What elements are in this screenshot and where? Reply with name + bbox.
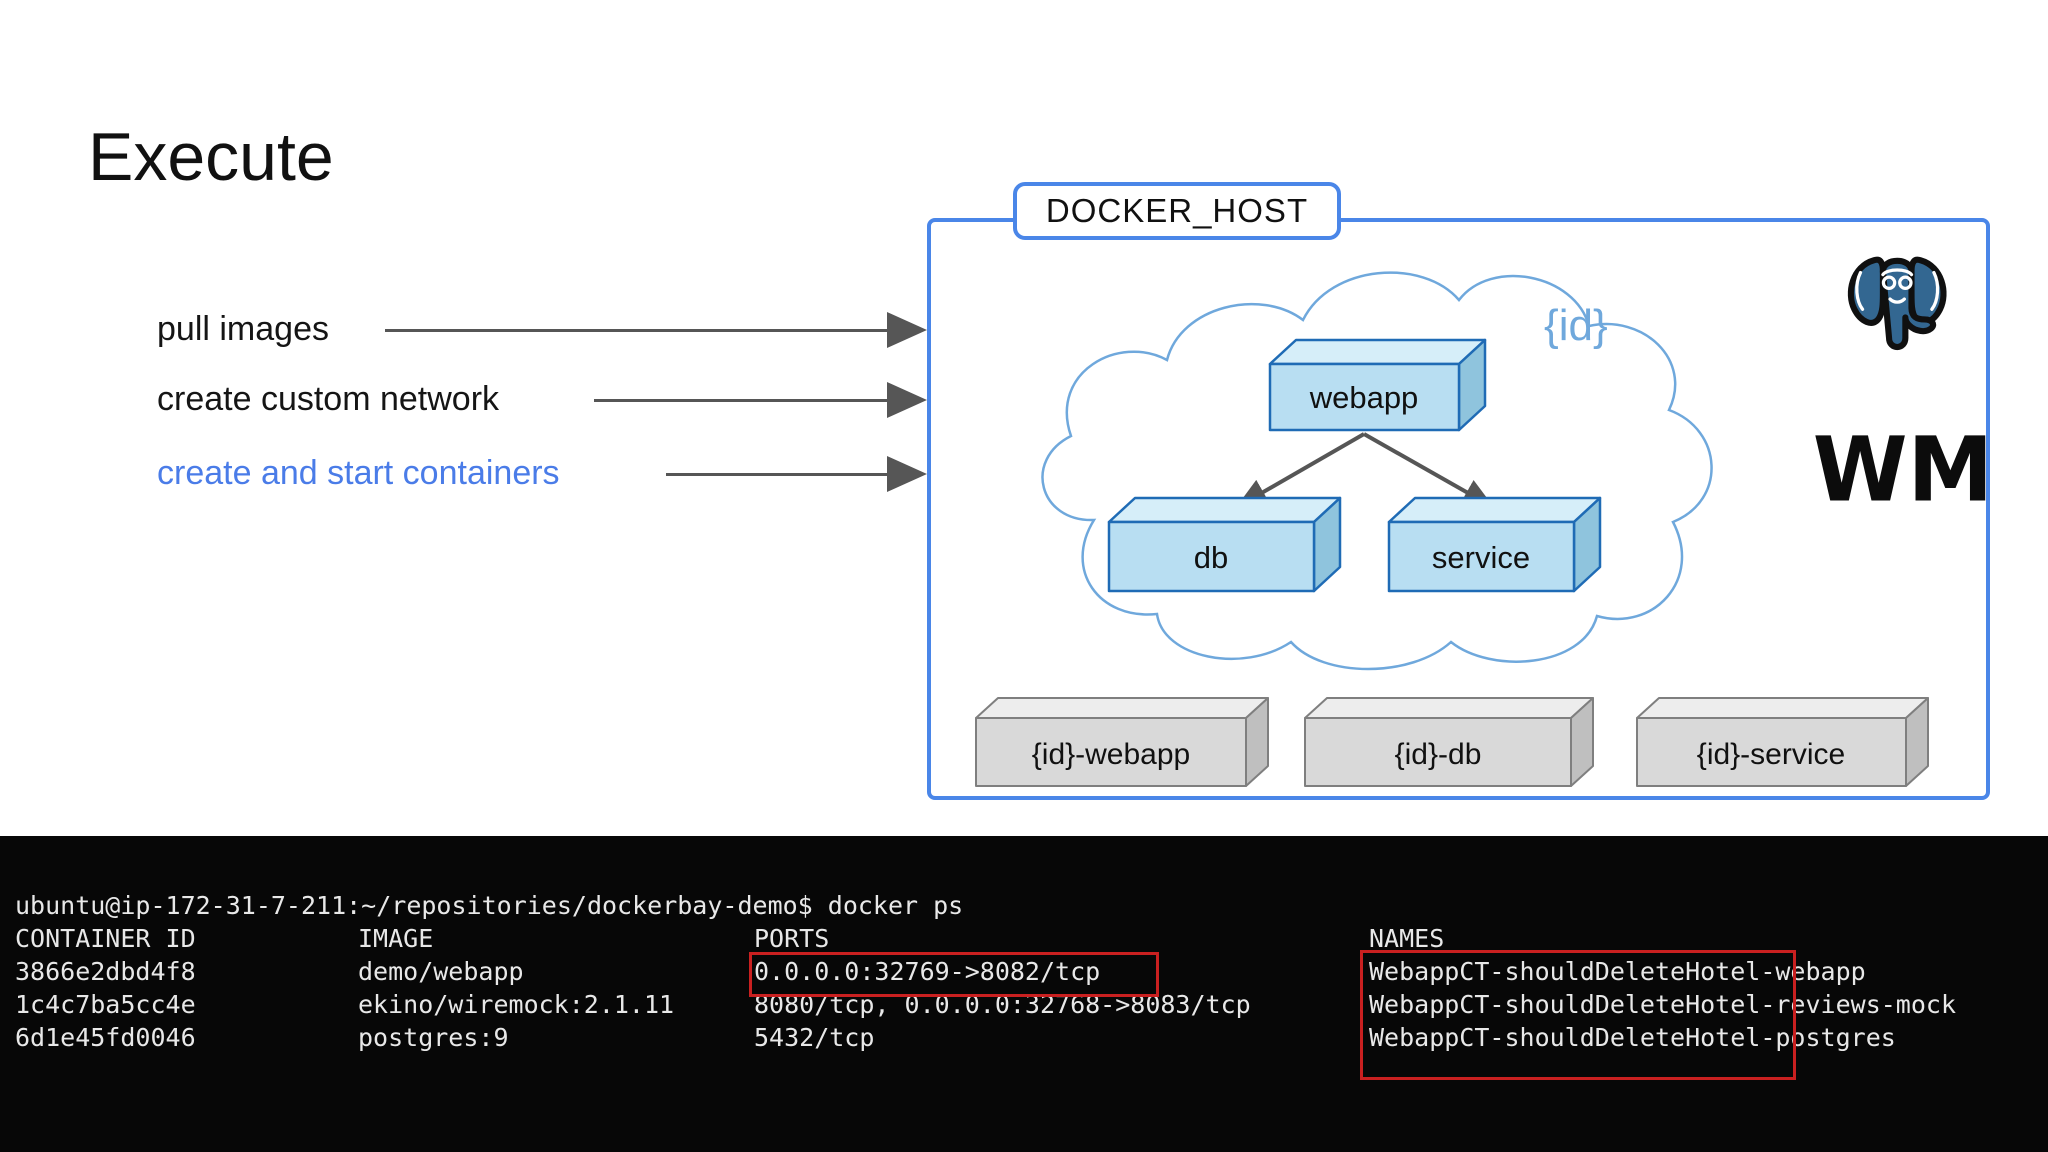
terminal-prompt-line: ubuntu@ip-172-31-7-211:~/repositories/do… <box>0 889 2048 922</box>
arrow-line-create-containers <box>666 473 887 476</box>
col-ports: PORTS <box>754 924 830 953</box>
cell-image: demo/webapp <box>358 957 524 986</box>
cell-name: WebappCT-shouldDeleteHotel-reviews-mock <box>1369 990 1956 1019</box>
node-webapp-label: webapp <box>1309 380 1419 415</box>
node-db-label: db <box>1194 540 1228 575</box>
docker-host-diagram: {id} webapp db <box>975 256 1986 787</box>
bullet-pull-images: pull images <box>157 310 329 348</box>
cell-ports: 0.0.0.0:32769->8082/tcp <box>754 957 1101 986</box>
docker-host-label: DOCKER_HOST <box>1013 182 1341 240</box>
arrow-line-pull-images <box>385 329 887 332</box>
docker-host-frame: DOCKER_HOST {id} webapp <box>927 182 1990 800</box>
network-cloud <box>1041 271 1713 671</box>
arrow-head-icon <box>887 382 927 418</box>
cell-image: postgres:9 <box>358 1023 509 1052</box>
cell-name: WebappCT-shouldDeleteHotel-webapp <box>1369 957 1866 986</box>
table-row: 3866e2dbd4f8 demo/webapp 0.0.0.0:32769->… <box>0 955 2048 988</box>
terminal-panel[interactable]: ubuntu@ip-172-31-7-211:~/repositories/do… <box>0 836 2048 1152</box>
cell-container-id: 3866e2dbd4f8 <box>15 957 196 986</box>
page-title: Execute <box>88 119 334 195</box>
arrow-head-icon <box>887 312 927 348</box>
container-box-webapp-label: {id}-webapp <box>1032 738 1190 771</box>
container-box-db <box>1304 697 1594 787</box>
col-image: IMAGE <box>358 924 434 953</box>
container-box-webapp <box>975 697 1269 787</box>
arrow-head-icon <box>887 456 927 492</box>
wiremock-logo-text: WM <box>1813 418 1986 522</box>
cell-image: ekino/wiremock:2.1.11 <box>358 990 675 1019</box>
container-box-service-label: {id}-service <box>1697 738 1845 771</box>
table-row: 6d1e45fd0046 postgres:9 5432/tcp WebappC… <box>0 1021 2048 1054</box>
arrow-line-create-network <box>594 399 887 402</box>
cell-ports: 5432/tcp <box>754 1023 875 1052</box>
container-box-service <box>1636 697 1929 787</box>
node-webapp <box>1268 338 1487 432</box>
highlight-names-box <box>1360 950 1796 1080</box>
container-box-db-label: {id}-db <box>1395 738 1482 771</box>
node-db <box>1107 496 1342 593</box>
cell-container-id: 1c4c7ba5cc4e <box>15 990 196 1019</box>
terminal-command: ubuntu@ip-172-31-7-211:~/repositories/do… <box>15 891 964 920</box>
edge-webapp-db <box>1235 432 1365 508</box>
cell-name: WebappCT-shouldDeleteHotel-postgres <box>1369 1023 1896 1052</box>
highlight-ports-box <box>749 952 1159 997</box>
col-names: NAMES <box>1369 924 1445 953</box>
postgresql-logo-icon <box>1847 256 1947 351</box>
bullet-create-containers: create and start containers <box>157 454 560 492</box>
cell-container-id: 6d1e45fd0046 <box>15 1023 196 1052</box>
col-container-id: CONTAINER ID <box>15 924 196 953</box>
terminal-header-row: CONTAINER ID IMAGE PORTS NAMES <box>0 922 2048 955</box>
id-placeholder-label: {id} <box>1544 301 1608 350</box>
bullet-create-network: create custom network <box>157 380 500 418</box>
node-service <box>1387 496 1602 593</box>
edge-webapp-service <box>1363 432 1495 508</box>
node-service-label: service <box>1432 540 1530 575</box>
